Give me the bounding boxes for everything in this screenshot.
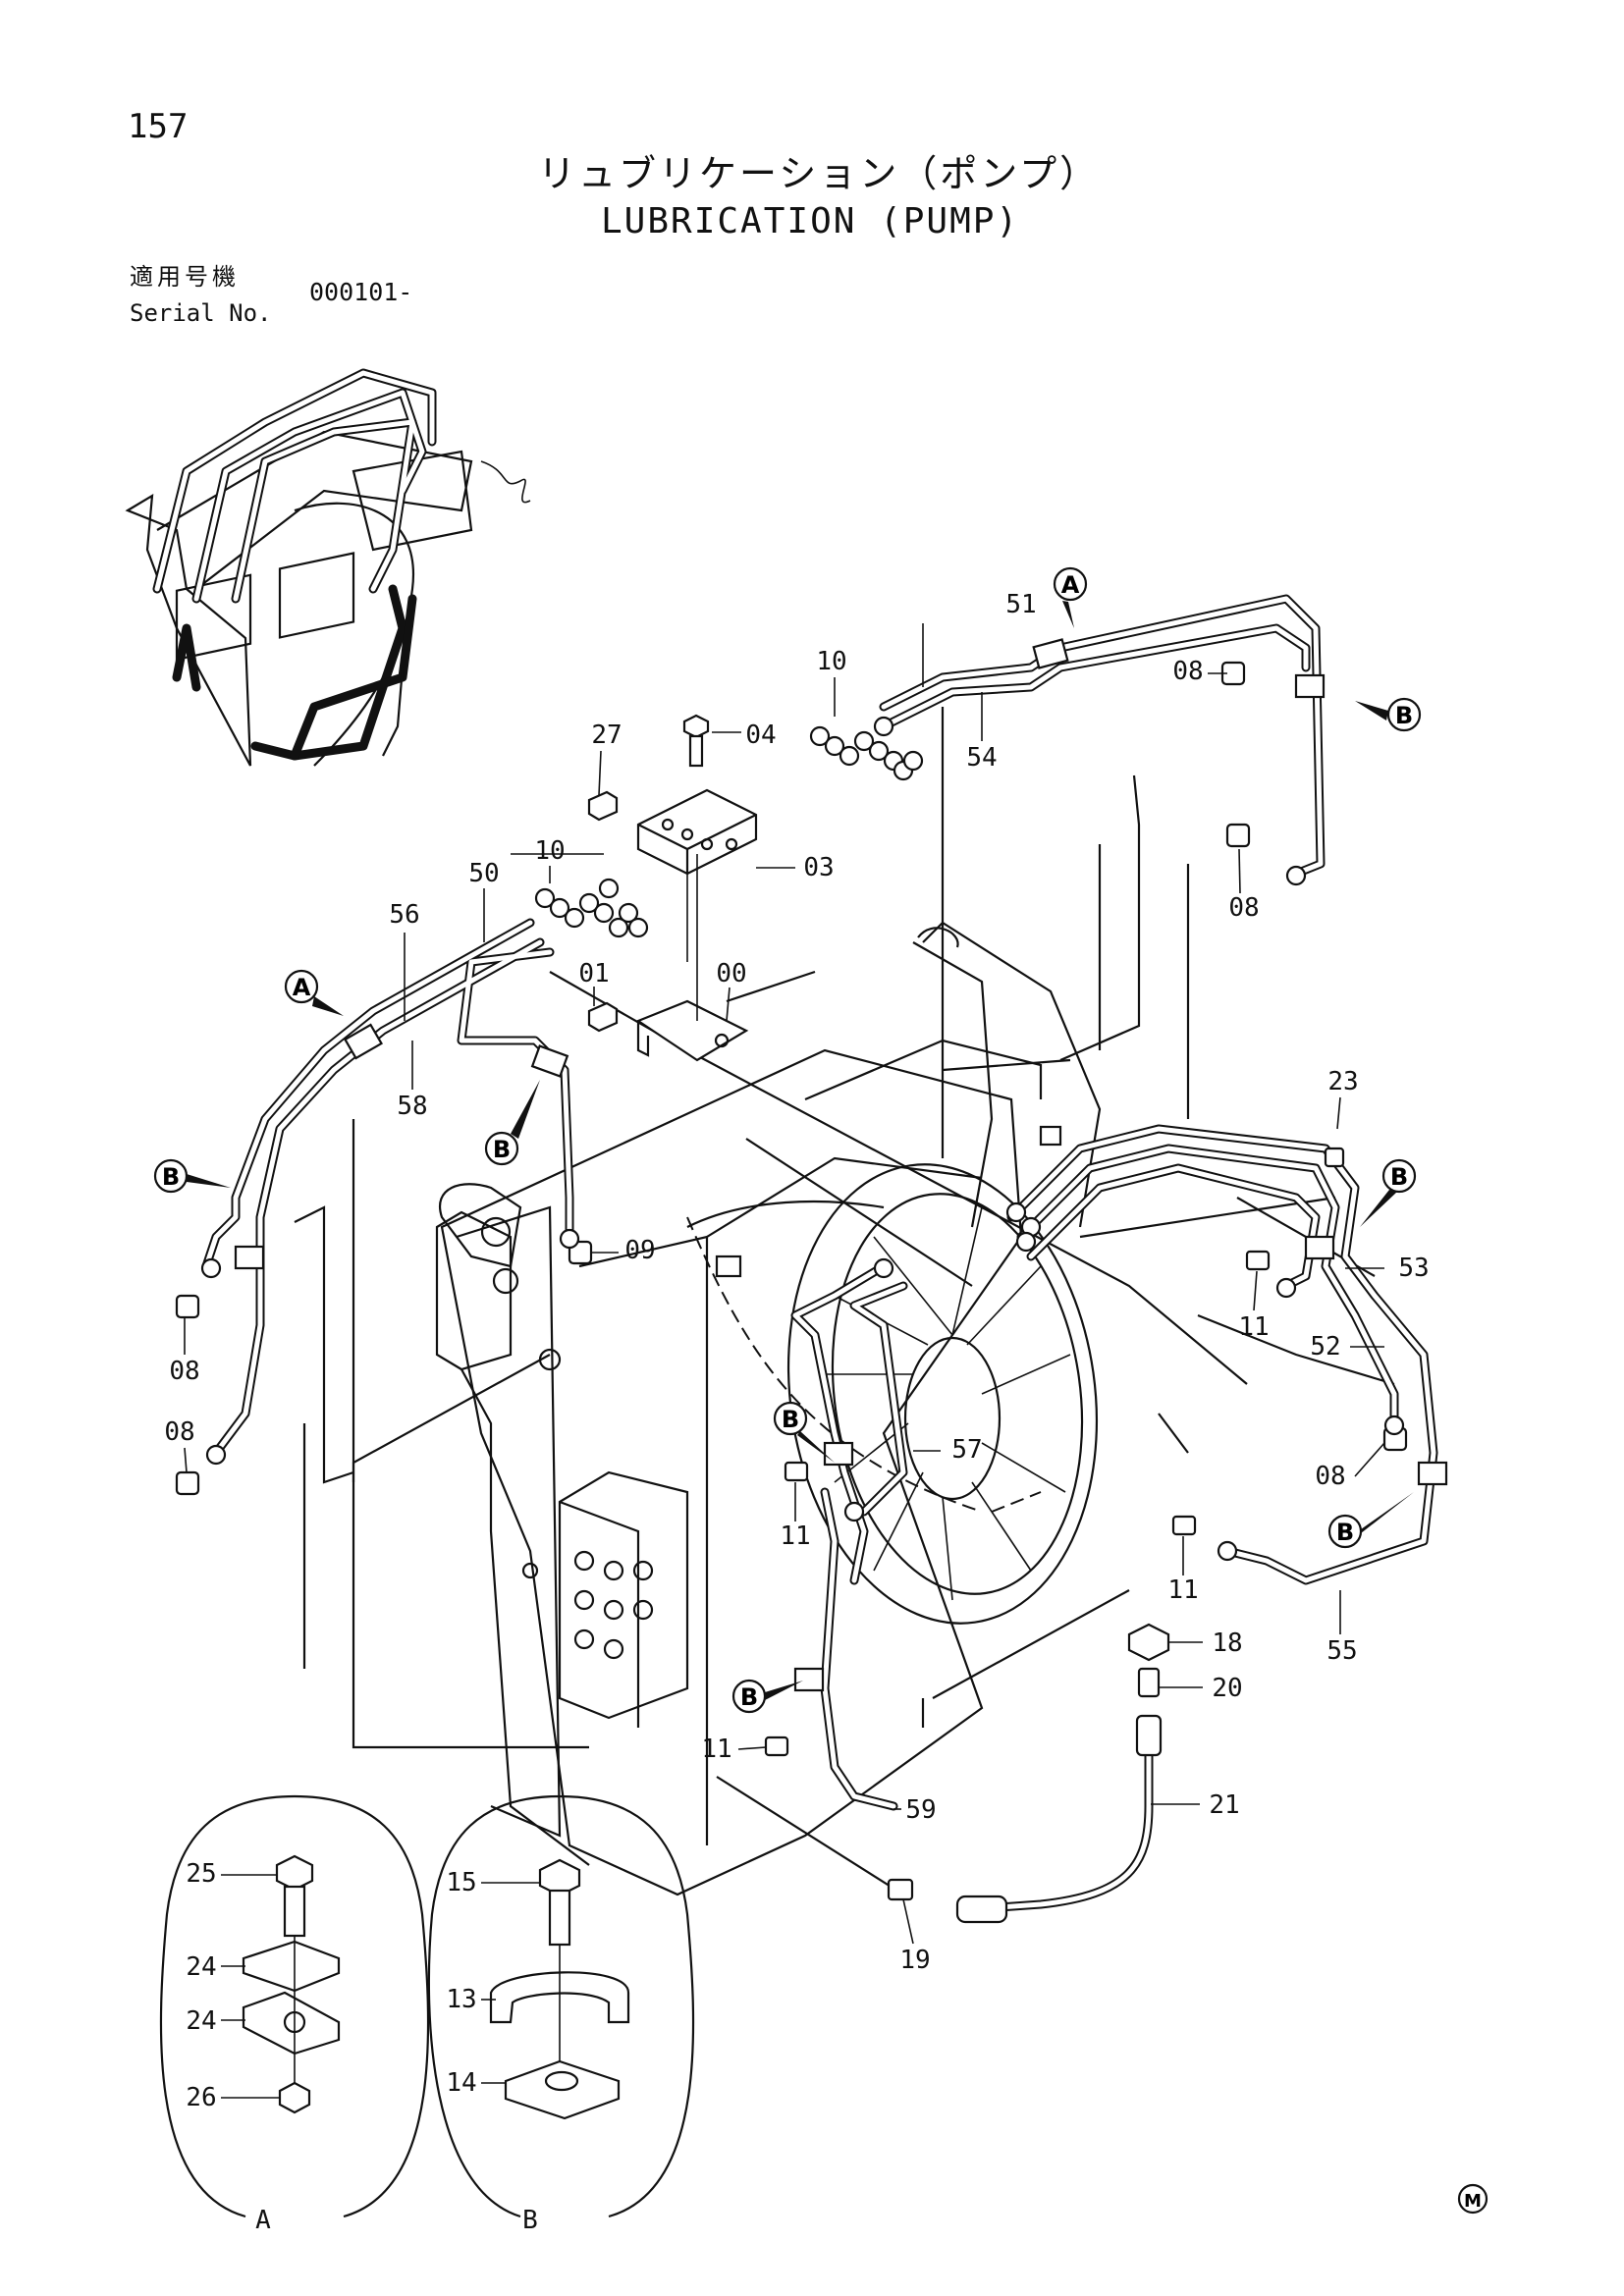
part-label-56: 56 [389, 900, 419, 930]
part-label-08-left-lower: 08 [164, 1417, 194, 1447]
part-label-20: 20 [1212, 1674, 1242, 1703]
part-label-50: 50 [468, 859, 499, 888]
callout-b-center-label: B [782, 1406, 799, 1433]
serial-label-english: Serial No. [130, 299, 272, 327]
part-label-19: 19 [899, 1946, 930, 1975]
part-label-24-lower: 24 [186, 2006, 216, 2036]
callout-b-right-label: B [1395, 702, 1413, 729]
part-labels: 51 10 08 54 27 04 03 08 10 50 56 01 00 5… [164, 590, 1429, 2235]
callout-b-left-label: B [162, 1163, 180, 1191]
callout-b-mid-left: B [484, 1080, 540, 1166]
part-label-08-lower-right: 08 [1315, 1462, 1345, 1491]
reference-lines [294, 707, 1395, 1896]
part-label-23: 23 [1327, 1067, 1358, 1096]
callout-a-top: A [1053, 566, 1088, 628]
svg-text:M: M [1464, 2191, 1482, 2212]
part-label-10-left: 10 [534, 836, 565, 866]
callout-b-right: B [1355, 697, 1422, 732]
part-label-11-lower: 11 [1167, 1575, 1198, 1605]
part-label-11-bottom: 11 [701, 1735, 731, 1764]
callout-b-right-mid-label: B [1390, 1163, 1408, 1191]
part-label-11-center: 11 [780, 1522, 810, 1551]
part-label-03: 03 [803, 853, 834, 882]
corner-mark: M [1457, 2183, 1489, 2215]
part-label-01: 01 [578, 959, 609, 988]
part-label-24-upper: 24 [186, 1952, 216, 1982]
callout-b-lower-label: B [740, 1683, 758, 1711]
callout-b-lower-right-label: B [1336, 1519, 1354, 1546]
part-label-25: 25 [186, 1859, 216, 1889]
part-label-00: 00 [716, 959, 746, 988]
callout-b-right-mid: B [1360, 1158, 1417, 1227]
page-title-english: LUBRICATION (PUMP) [601, 201, 1020, 241]
serial-label-japanese: 適用号機 [130, 263, 240, 291]
part-label-52: 51 [1005, 590, 1036, 619]
part-label-27: 27 [591, 721, 622, 750]
part-label-08-left: 08 [169, 1357, 199, 1386]
part-label-53: 53 [1398, 1254, 1429, 1283]
part-label-13: 13 [446, 1985, 476, 2014]
part-label-51: 52 [1310, 1332, 1340, 1362]
detail-view-a [159, 1794, 430, 2218]
callout-a-top-label: A [1061, 571, 1080, 599]
detail-a-label: A [255, 2206, 271, 2235]
part-label-21: 21 [1209, 1790, 1239, 1820]
part-label-15: 15 [446, 1868, 476, 1897]
callout-b-left: B [153, 1158, 231, 1194]
part-label-04: 04 [745, 721, 776, 750]
part-label-09: 09 [624, 1236, 655, 1265]
part-label-54: 54 [966, 743, 997, 773]
part-label-14: 14 [446, 2068, 476, 2098]
fittings [175, 638, 1448, 1924]
callout-b-mid-left-label: B [493, 1136, 511, 1163]
callout-a-left-label: A [293, 974, 311, 1001]
part-label-59: 59 [905, 1795, 936, 1825]
part-label-26: 26 [186, 2083, 216, 2112]
page-number: 157 [128, 107, 189, 146]
detail-view-b [427, 1794, 695, 2218]
serial-number-range: 000101- [309, 278, 413, 306]
part-label-10-top: 10 [816, 647, 846, 676]
part-label-55: 55 [1326, 1636, 1357, 1666]
callout-a-left: A [284, 969, 344, 1016]
pump-housing [435, 921, 1102, 1896]
part-label-08-top: 08 [1172, 657, 1203, 686]
callout-markers: A A B B B B B [153, 566, 1422, 1714]
overview-thumbnail [125, 368, 531, 767]
detail-b-label: B [522, 2206, 538, 2235]
part-label-08-right: 08 [1228, 893, 1259, 923]
page-title-japanese: リュブリケーション（ポンプ） [538, 152, 1101, 195]
callout-b-lower: B [731, 1679, 803, 1714]
callout-b-lower-right: B [1327, 1492, 1414, 1549]
part-label-58: 58 [397, 1092, 427, 1121]
part-label-11-right: 11 [1238, 1312, 1269, 1342]
callout-b-center: B [773, 1401, 835, 1463]
part-label-57: 57 [951, 1435, 982, 1465]
part-label-18: 18 [1212, 1629, 1242, 1658]
